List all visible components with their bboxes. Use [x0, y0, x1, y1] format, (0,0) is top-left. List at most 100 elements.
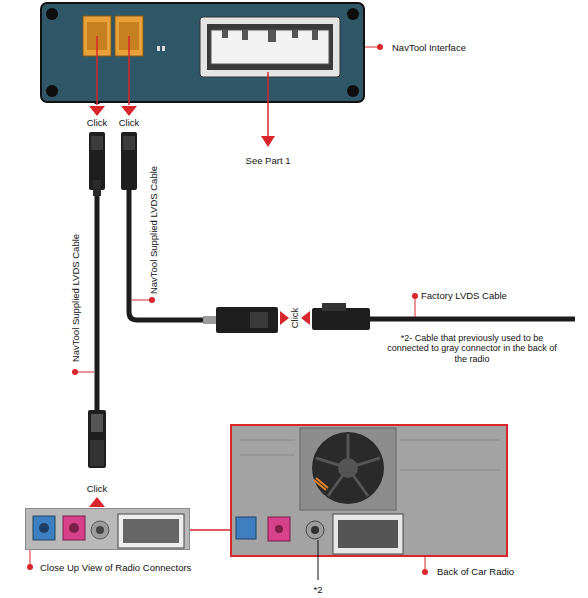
click-label: Click	[119, 118, 140, 129]
vent-line	[240, 440, 295, 441]
click-label: Click	[87, 118, 108, 129]
view-caption: Back of Car Radio	[437, 567, 514, 578]
part-reference: See Part 1	[246, 156, 291, 167]
plug-latch	[250, 312, 268, 328]
plug-latch	[322, 303, 346, 311]
leader-dot	[27, 564, 33, 570]
gray-connector	[306, 521, 324, 539]
interface-details	[46, 8, 383, 147]
fakra-blue	[236, 517, 256, 539]
pointer-line	[128, 36, 130, 105]
lvds-cable	[129, 190, 205, 320]
leader-line	[415, 296, 416, 317]
gray-connector-pin	[311, 526, 319, 534]
plug-body	[90, 440, 104, 466]
footnote: *2- Cable that previously used to be con…	[383, 333, 561, 364]
leader-line	[30, 550, 31, 565]
leader-dot	[72, 369, 78, 375]
cable-label: Factory LVDS Cable	[421, 291, 507, 302]
main-radio-connector	[333, 514, 403, 554]
component-label: NavTool Interface	[392, 43, 466, 54]
vent-line	[400, 440, 500, 441]
cable-plug	[88, 410, 106, 468]
plug-boot	[93, 180, 101, 196]
connector-key	[292, 30, 298, 38]
fakra-pin	[275, 525, 283, 533]
main-radio-connector	[118, 514, 184, 548]
gap-mask	[84, 468, 110, 508]
click-label: Click	[87, 484, 108, 495]
leader-dot	[412, 293, 418, 299]
click-arrow	[280, 311, 289, 325]
screw-hole	[347, 8, 359, 20]
click-arrow	[89, 106, 105, 116]
callout-number: *2	[314, 585, 323, 596]
lvds-port-inner	[119, 22, 139, 50]
dip-switch	[157, 46, 160, 51]
screw-hole	[347, 85, 359, 97]
leader-line	[425, 557, 426, 570]
leader-line	[132, 300, 152, 301]
leader-line	[75, 372, 94, 373]
callout-link	[190, 529, 230, 531]
main-connector-socket	[211, 30, 329, 64]
leader-dot	[377, 44, 383, 50]
gray-connector	[91, 521, 109, 539]
pointer-line	[267, 72, 269, 137]
click-arrow	[301, 311, 310, 325]
interface-box: NavTool Interface	[40, 2, 365, 103]
cable-label: NavTool Supplied LVDS Cable	[71, 234, 82, 362]
fakra-pin	[69, 523, 79, 533]
dip-switch	[162, 46, 165, 51]
fakra-pink	[268, 517, 290, 541]
factory-cable	[370, 317, 575, 322]
cable-plug	[121, 132, 137, 190]
cable-plug	[216, 307, 278, 333]
cable-label: NavTool Supplied LVDS Cable	[149, 166, 160, 294]
cable-plug	[89, 132, 105, 190]
pointer-arrow	[261, 136, 275, 147]
closeup-details	[27, 514, 184, 570]
connector-closeup: Close Up View of Radio Connectors	[25, 508, 190, 550]
view-caption: Close Up View of Radio Connectors	[40, 563, 191, 574]
click-arrow	[89, 497, 105, 507]
leader-dot	[149, 297, 155, 303]
fakra-blue	[33, 516, 55, 540]
pointer-line	[96, 36, 98, 105]
connector-key	[268, 30, 276, 42]
radio-back-photo: Back of Car Radio	[230, 424, 508, 557]
fan-hub	[338, 458, 358, 478]
screw-hole	[46, 8, 58, 20]
connector-key	[242, 30, 248, 40]
main-connector-inner	[207, 24, 333, 70]
screw-hole	[46, 85, 58, 97]
fan-wires	[314, 478, 328, 490]
plug-ridge	[91, 414, 103, 432]
leader-line	[318, 540, 319, 580]
fakra-pink	[63, 516, 85, 540]
connector-key	[312, 30, 318, 40]
vent-line	[400, 470, 500, 471]
factory-plug	[312, 308, 370, 330]
main-radio-connector-inner	[123, 519, 179, 543]
fan-blades	[316, 434, 380, 496]
lvds-cable	[95, 103, 100, 508]
lvds-port	[83, 16, 111, 56]
fan	[312, 432, 384, 504]
radio-details	[236, 428, 500, 580]
main-connector	[200, 17, 340, 77]
leader-line	[365, 47, 378, 48]
lvds-port-inner	[87, 22, 107, 50]
gray-connector-pin	[96, 526, 104, 534]
click-arrow	[121, 106, 137, 116]
gap-mask	[84, 104, 140, 132]
fakra-pin	[39, 523, 49, 533]
main-radio-connector-inner	[338, 520, 398, 548]
leader-dot	[422, 569, 428, 575]
connector-key	[222, 30, 228, 38]
plug-ridge	[123, 136, 135, 150]
cable-ferrule	[203, 316, 217, 324]
fan-housing	[300, 428, 396, 510]
lvds-port	[115, 16, 143, 56]
